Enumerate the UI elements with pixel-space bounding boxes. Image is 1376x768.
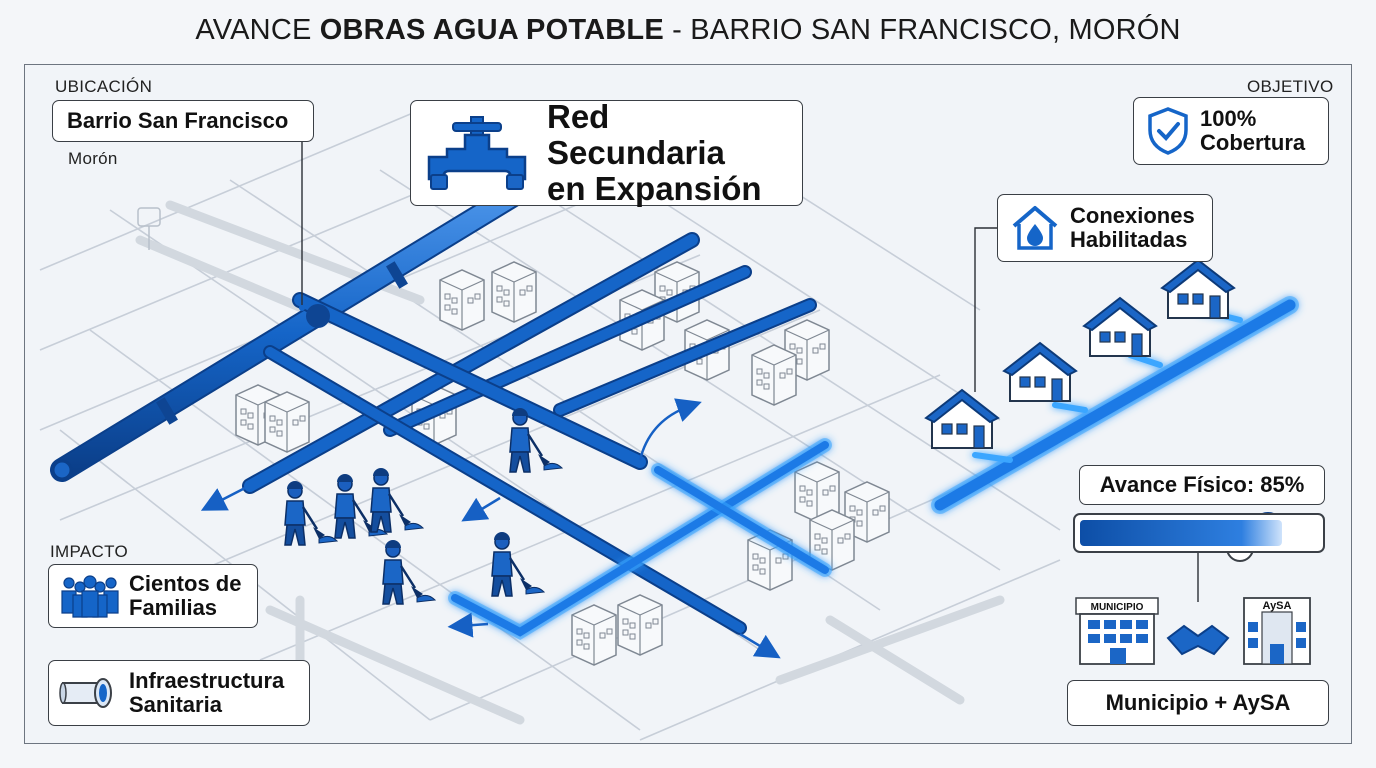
familias-line1: Cientos de (129, 570, 242, 596)
house (1003, 342, 1077, 402)
partners-label: Municipio + AySA (1105, 689, 1291, 715)
water-tap-icon (427, 116, 527, 190)
municipio-sign: MUNICIPIO (1091, 602, 1144, 613)
red-line2: en Expansión (547, 170, 762, 208)
building (617, 594, 663, 656)
conexiones-text: Conexiones Habilitadas (1070, 202, 1195, 252)
avance-progress-bar (1073, 513, 1325, 553)
page-title: AVANCE OBRAS AGUA POTABLE - BARRIO SAN F… (195, 14, 1181, 46)
objetivo-line2: Cobertura (1200, 130, 1306, 155)
house (1161, 259, 1235, 319)
impacto-label: IMPACTO (50, 542, 128, 561)
objetivo-line1: 100% (1200, 105, 1257, 131)
conexiones-line2: Habilitadas (1070, 227, 1188, 252)
partners-box: Municipio + AySA (1067, 680, 1329, 726)
familias-box: Cientos de Familias (48, 564, 258, 628)
pipe-icon (59, 678, 112, 708)
infra-line2: Sanitaria (129, 692, 222, 717)
familias-text: Cientos de Familias (129, 570, 242, 620)
new-pipes-glow (448, 296, 1299, 641)
red-line1: Red Secundaria (547, 97, 725, 171)
familias-line2: Familias (129, 595, 218, 620)
callout-lines (299, 138, 1199, 602)
worker-figure (381, 538, 437, 606)
avance-box: Avance Físico: 85% (1079, 465, 1325, 505)
building (571, 604, 617, 666)
conexiones-line1: Conexiones (1070, 202, 1195, 228)
infraestructura-text: Infraestructura Sanitaria (129, 667, 285, 717)
objetivo-text: 100% Cobertura (1200, 105, 1306, 155)
red-secundaria-box: Red Secundaria en Expansión (410, 97, 803, 208)
avance-progress-fill (1080, 520, 1282, 546)
barrio-name: Barrio San Francisco (67, 107, 289, 133)
pipe-joints (51, 261, 408, 481)
building (491, 261, 537, 323)
avance-label: Avance Físico: 85% (1099, 471, 1305, 497)
infra-line1: Infraestructura (129, 667, 285, 693)
people-icon (61, 575, 119, 618)
faint-pipes (135, 200, 1005, 725)
building (439, 269, 485, 331)
objetivo-label: OBJETIVO (1247, 77, 1334, 96)
house (925, 389, 999, 449)
barrio-box: Barrio San Francisco (52, 100, 314, 142)
handshake-icon (1166, 624, 1230, 656)
worker-figure (369, 466, 425, 534)
house (1083, 297, 1157, 357)
house-water-icon (1012, 206, 1058, 250)
municipio-building (1075, 597, 1159, 665)
objetivo-box: 100% Cobertura (1133, 97, 1329, 165)
flow-arrows (200, 398, 781, 659)
infraestructura-box: Infraestructura Sanitaria (48, 660, 310, 726)
main-pipes (50, 184, 817, 635)
building (751, 344, 797, 406)
aysa-sign: AySA (1263, 600, 1292, 612)
red-secundaria-text: Red Secundaria en Expansión (547, 97, 788, 208)
water-tower (137, 207, 161, 250)
building (264, 391, 310, 453)
ubicacion-label: UBICACIÓN (55, 77, 153, 96)
conexiones-box: Conexiones Habilitadas (997, 194, 1213, 262)
worker-figure (490, 530, 546, 598)
aysa-building (1243, 597, 1311, 665)
localidad-label: Morón (68, 149, 118, 168)
shield-check-icon (1148, 107, 1188, 155)
